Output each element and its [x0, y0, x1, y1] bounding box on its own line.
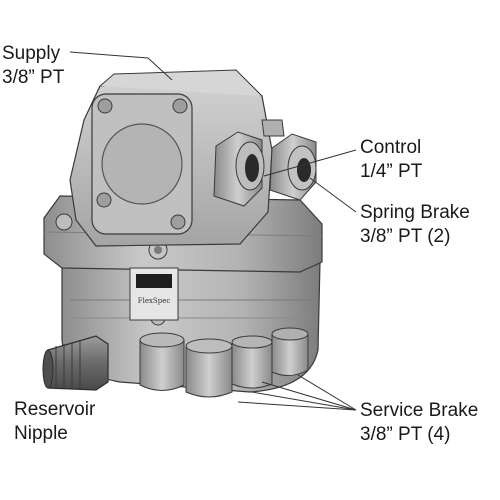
service-brake-leader-3	[251, 391, 357, 411]
service-brake-label: Service Brake 3/8” PT (4)	[360, 399, 478, 447]
supply-label: Supply 3/8” PT	[2, 42, 64, 90]
spring-brake-label-name: Spring Brake	[360, 202, 470, 223]
service-brake-label-name: Service Brake	[360, 400, 479, 421]
spring-brake-label-size: 3/8” PT (2)	[360, 226, 451, 247]
control-port	[213, 131, 265, 207]
supply-port-cover	[91, 93, 193, 235]
service-brake-leader-4	[237, 401, 357, 411]
control-leader	[263, 149, 357, 177]
reservoir-nipple	[42, 335, 109, 391]
reservoir-label-line2: Nipple	[14, 423, 68, 444]
control-label-name: Control	[360, 137, 422, 158]
supply-label-name: Supply	[2, 43, 61, 64]
spring-brake-label: Spring Brake 3/8” PT (2)	[360, 201, 470, 249]
supply-leader	[69, 51, 173, 81]
reservoir-label-line1: Reservoir	[14, 399, 96, 420]
product-tag: FlexSpec	[129, 267, 179, 321]
supply-label-size: 3/8” PT	[2, 67, 65, 88]
service-brake-label-size: 3/8” PT (4)	[360, 424, 451, 445]
service-brake-ports	[139, 327, 309, 398]
service-brake-leader-1	[297, 374, 357, 411]
control-label: Control 1/4” PT	[360, 136, 422, 184]
spring-brake-ports	[261, 119, 317, 201]
service-brake-leader-2	[261, 381, 357, 411]
control-label-size: 1/4” PT	[360, 161, 423, 182]
reservoir-nipple-label: Reservoir Nipple	[14, 398, 95, 446]
leader-lines	[69, 51, 357, 411]
spring-brake-leader	[309, 177, 357, 213]
product-tag-text: FlexSpec	[138, 297, 171, 305]
